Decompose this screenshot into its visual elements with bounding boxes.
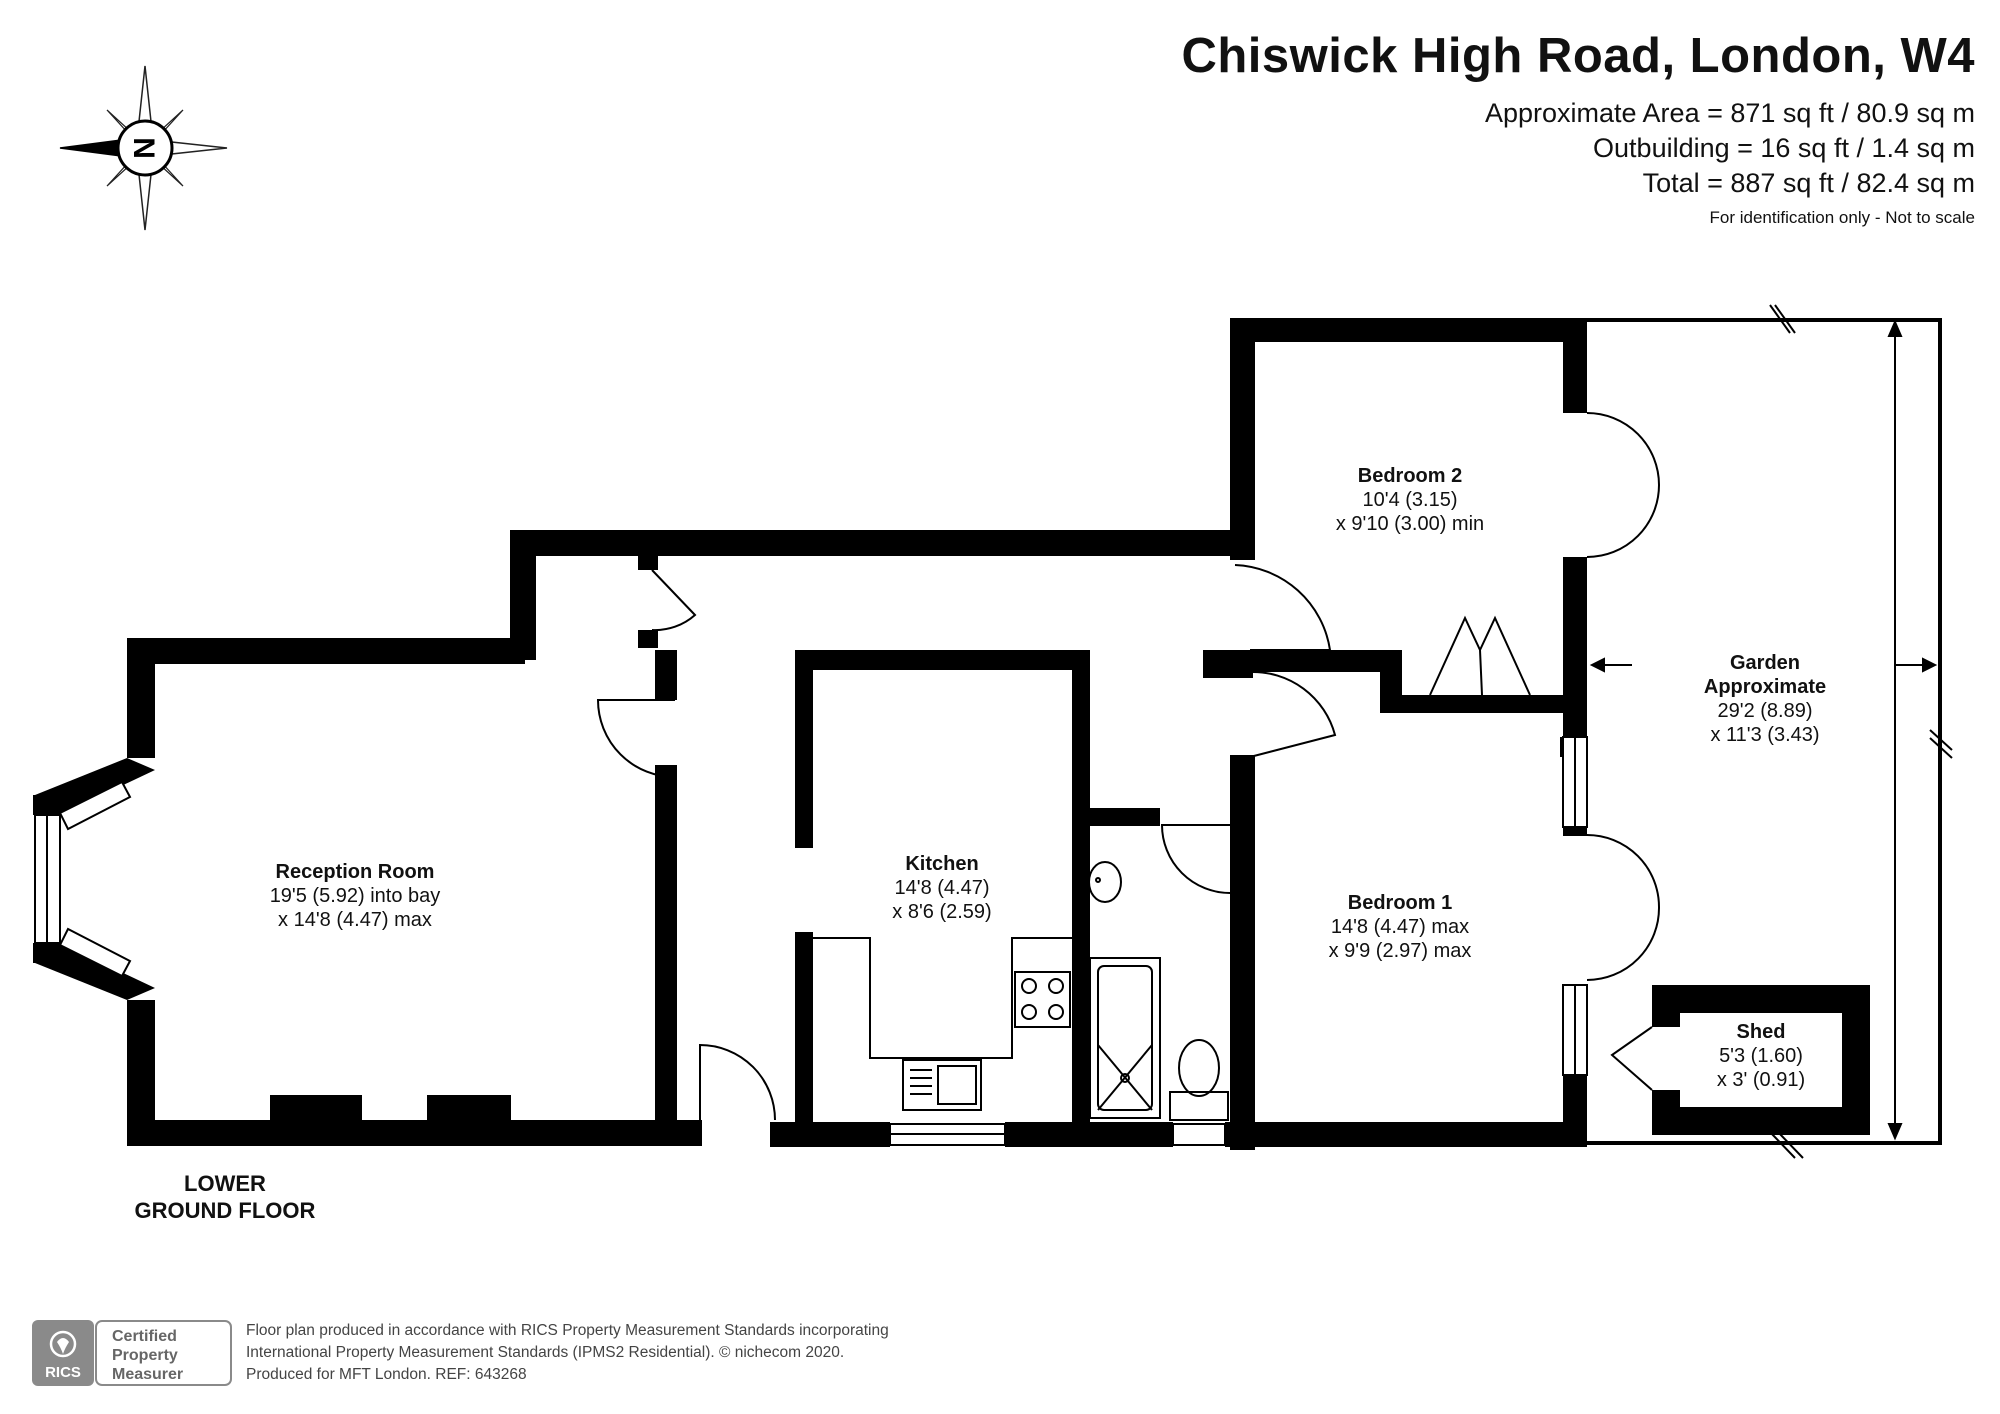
scale-note: For identification only - Not to scale — [1709, 208, 1975, 227]
garden-dim1: 29'2 (8.89) — [1718, 700, 1813, 722]
rics-line2: Property — [112, 1347, 178, 1364]
room-labels: Reception Room 19'5 (5.92) into bay x 14… — [270, 465, 1826, 1091]
windows — [34, 736, 1588, 1146]
rics-line1: Certified — [112, 1328, 177, 1345]
shed-dim1: 5'3 (1.60) — [1719, 1045, 1803, 1067]
bedroom-2-dim1: 10'4 (3.15) — [1363, 489, 1458, 511]
reception-room-dim1: 19'5 (5.92) into bay — [270, 885, 441, 907]
approximate-area: Approximate Area = 871 sq ft / 80.9 sq m — [1484, 98, 1975, 128]
compass-label: N — [129, 137, 162, 159]
kitchen-name: Kitchen — [905, 853, 978, 875]
reception-room-dim2: x 14'8 (4.47) max — [278, 909, 432, 931]
page-title: Chiswick High Road, London, W4 — [1181, 29, 1975, 83]
garden-dimension-arrows — [1589, 319, 1938, 1141]
garden-name: Garden — [1730, 652, 1800, 674]
kitchen-dim2: x 8'6 (2.59) — [892, 901, 991, 923]
rics-line3: Measurer — [112, 1366, 183, 1383]
kitchen-fittings — [813, 937, 1072, 1111]
shed-name: Shed — [1737, 1021, 1786, 1043]
footer-line3: Produced for MFT London. REF: 643268 — [246, 1366, 527, 1383]
bedroom-1-name: Bedroom 1 — [1348, 892, 1452, 914]
footer-credits: Floor plan produced in accordance with R… — [246, 1320, 889, 1386]
footer-line2: International Property Measurement Stand… — [246, 1344, 845, 1361]
bedroom-1-dim2: x 9'9 (2.97) max — [1329, 940, 1472, 962]
floor-label-line1: LOWER — [184, 1171, 266, 1196]
floor-label: LOWER GROUND FLOOR — [110, 1170, 340, 1224]
shed-dim2: x 3' (0.91) — [1717, 1069, 1805, 1091]
outbuilding-area: Outbuilding = 16 sq ft / 1.4 sq m — [1593, 133, 1975, 163]
walls — [33, 318, 1870, 1150]
rics-lion-icon — [49, 1330, 77, 1358]
total-area: Total = 887 sq ft / 82.4 sq m — [1642, 168, 1975, 198]
garden-outline — [1587, 304, 1953, 1159]
floor-label-line2: GROUND FLOOR — [134, 1198, 316, 1223]
footer-line1: Floor plan produced in accordance with R… — [246, 1322, 889, 1339]
reception-room-name: Reception Room — [276, 861, 435, 883]
rics-brand: RICS — [45, 1364, 81, 1381]
garden-dim2: x 11'3 (3.43) — [1710, 724, 1819, 746]
bedroom-2-name: Bedroom 2 — [1358, 465, 1462, 487]
rics-certified-badge: RICS Certified Property Measurer — [32, 1320, 232, 1390]
doors — [596, 412, 1661, 1121]
bedroom-1-dim1: 14'8 (4.47) max — [1331, 916, 1469, 938]
garden-name-2: Approximate — [1704, 676, 1826, 698]
bedroom-2-dim2: x 9'10 (3.00) min — [1336, 513, 1484, 535]
compass-rose-icon: N — [59, 65, 228, 231]
kitchen-dim1: 14'8 (4.47) — [895, 877, 990, 899]
bathroom-fittings — [1088, 861, 1229, 1121]
